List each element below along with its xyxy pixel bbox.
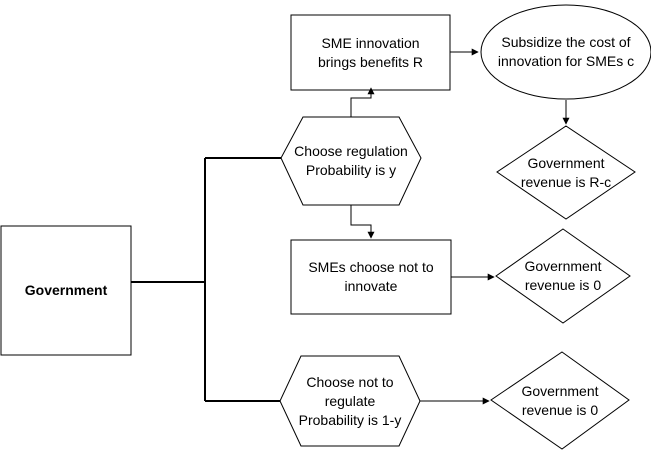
revenue-r-c-label: Government revenue is R-c (520, 154, 612, 190)
arrow-regulation-to-not-innovate (350, 205, 375, 239)
revenue-zero-label-a: Government revenue is 0 (524, 258, 602, 293)
branch-lines (131, 157, 281, 402)
revenue-zero-diamond-b (490, 351, 630, 450)
revenue-r-c-diamond (496, 125, 636, 220)
government-box (0, 225, 132, 356)
choose-regulation-label: Choose regulation Probability is y (294, 143, 408, 178)
sme-benefit-box (290, 14, 451, 91)
revenue-zero-label-b: Government revenue is 0 (521, 382, 599, 418)
arrow-regulation-to-benefit (350, 87, 375, 117)
government-label: Government (24, 282, 108, 298)
subsidize-label: Subsidize the cost of innovation for SME… (497, 34, 635, 69)
sme-benefit-label: SME innovation brings benefits R (317, 34, 424, 70)
subsidize-ellipse (480, 4, 651, 100)
revenue-zero-diamond-a (495, 228, 631, 324)
sme-not-innovate-box (290, 239, 452, 315)
sme-not-innovate-label: SMEs choose not to innovate (308, 259, 434, 294)
choose-not-regulate-label: Choose not to regulate Probability is 1-… (298, 373, 402, 428)
